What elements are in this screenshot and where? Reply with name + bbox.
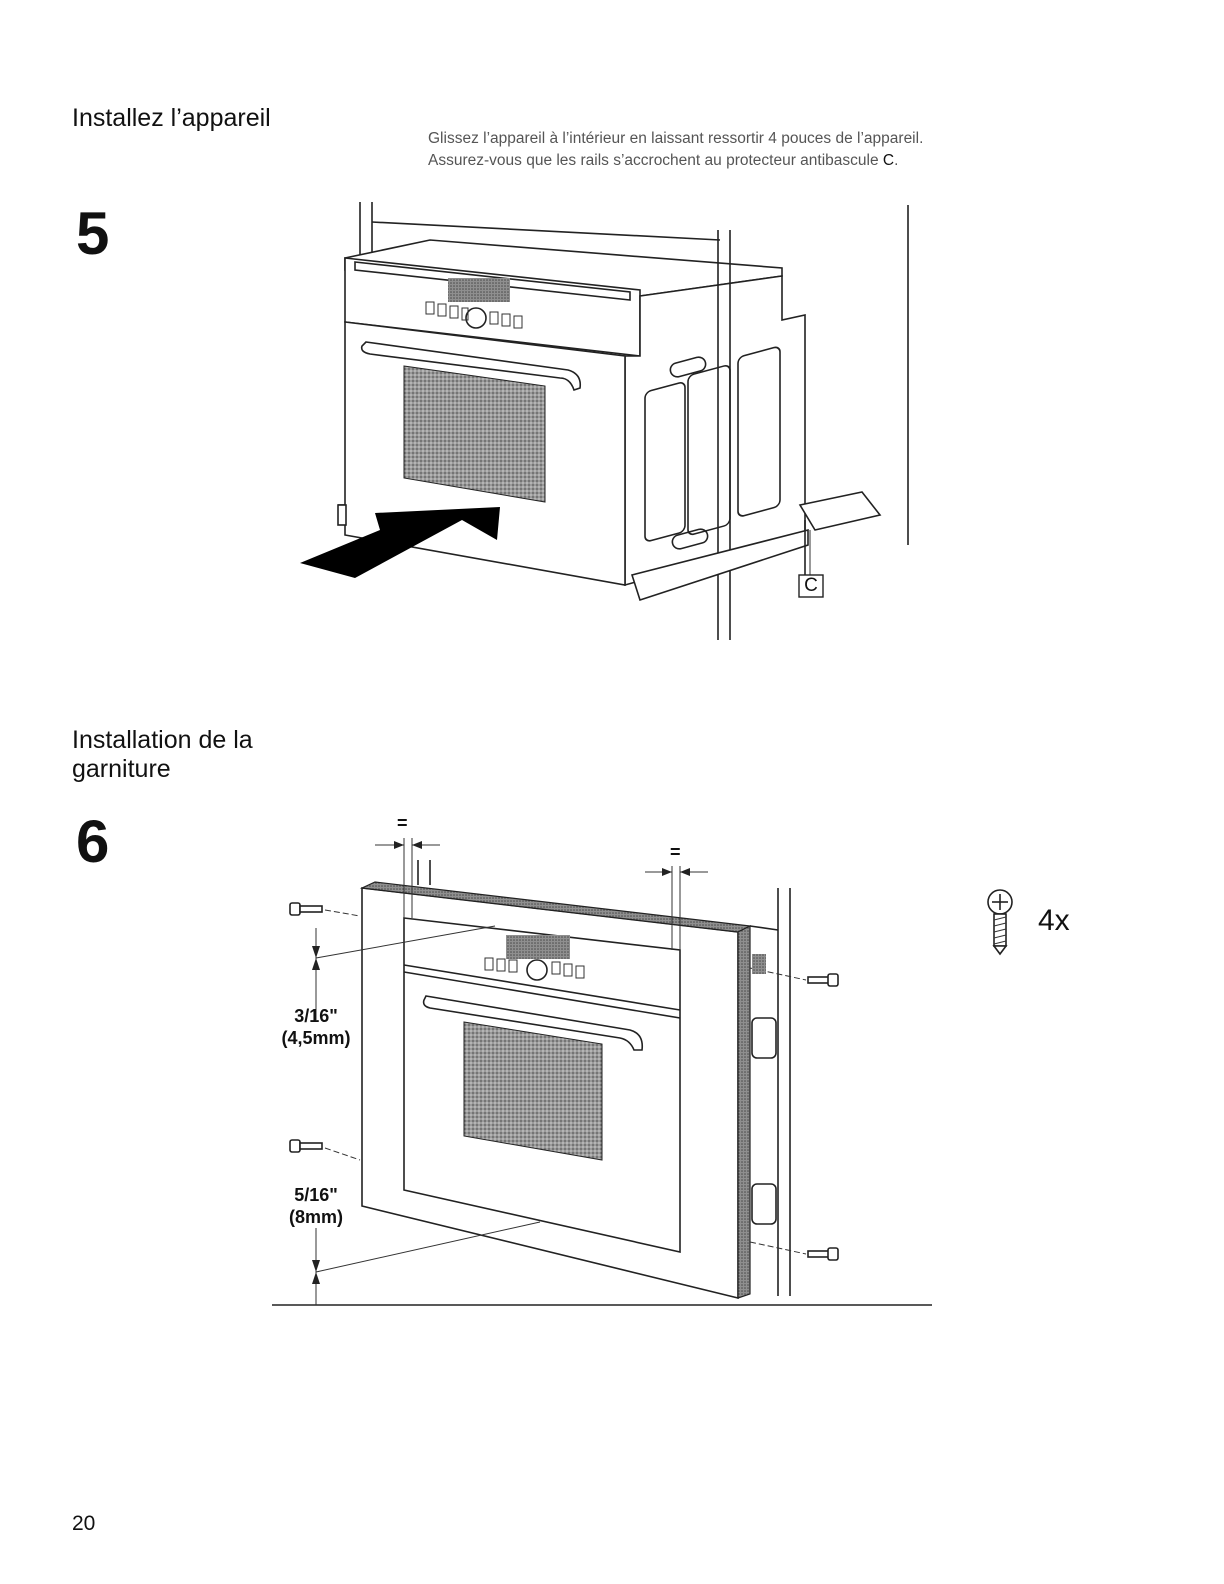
control-knob [527,960,547,980]
dimension-top-mm: (4,5mm) [270,1027,362,1049]
equal-sign-left: = [397,813,408,834]
step6-trim-illustration [0,0,1224,1400]
dimension-bottom-inches: 5/16" [270,1184,362,1206]
screw-icon [988,890,1012,954]
dimension-top: 3/16" (4,5mm) [270,1005,362,1049]
dimension-top-inches: 3/16" [270,1005,362,1027]
control-display [506,935,570,959]
screw-top-left [290,903,360,916]
dimension-bottom-mm: (8mm) [270,1206,362,1228]
page-number: 20 [72,1512,95,1536]
screw-quantity: 4x [1038,904,1070,938]
dimension-bottom: 5/16" (8mm) [270,1184,362,1228]
screw-bottom-right [750,1242,838,1260]
equal-sign-right: = [670,842,681,863]
screw-bottom-left [290,1140,360,1160]
